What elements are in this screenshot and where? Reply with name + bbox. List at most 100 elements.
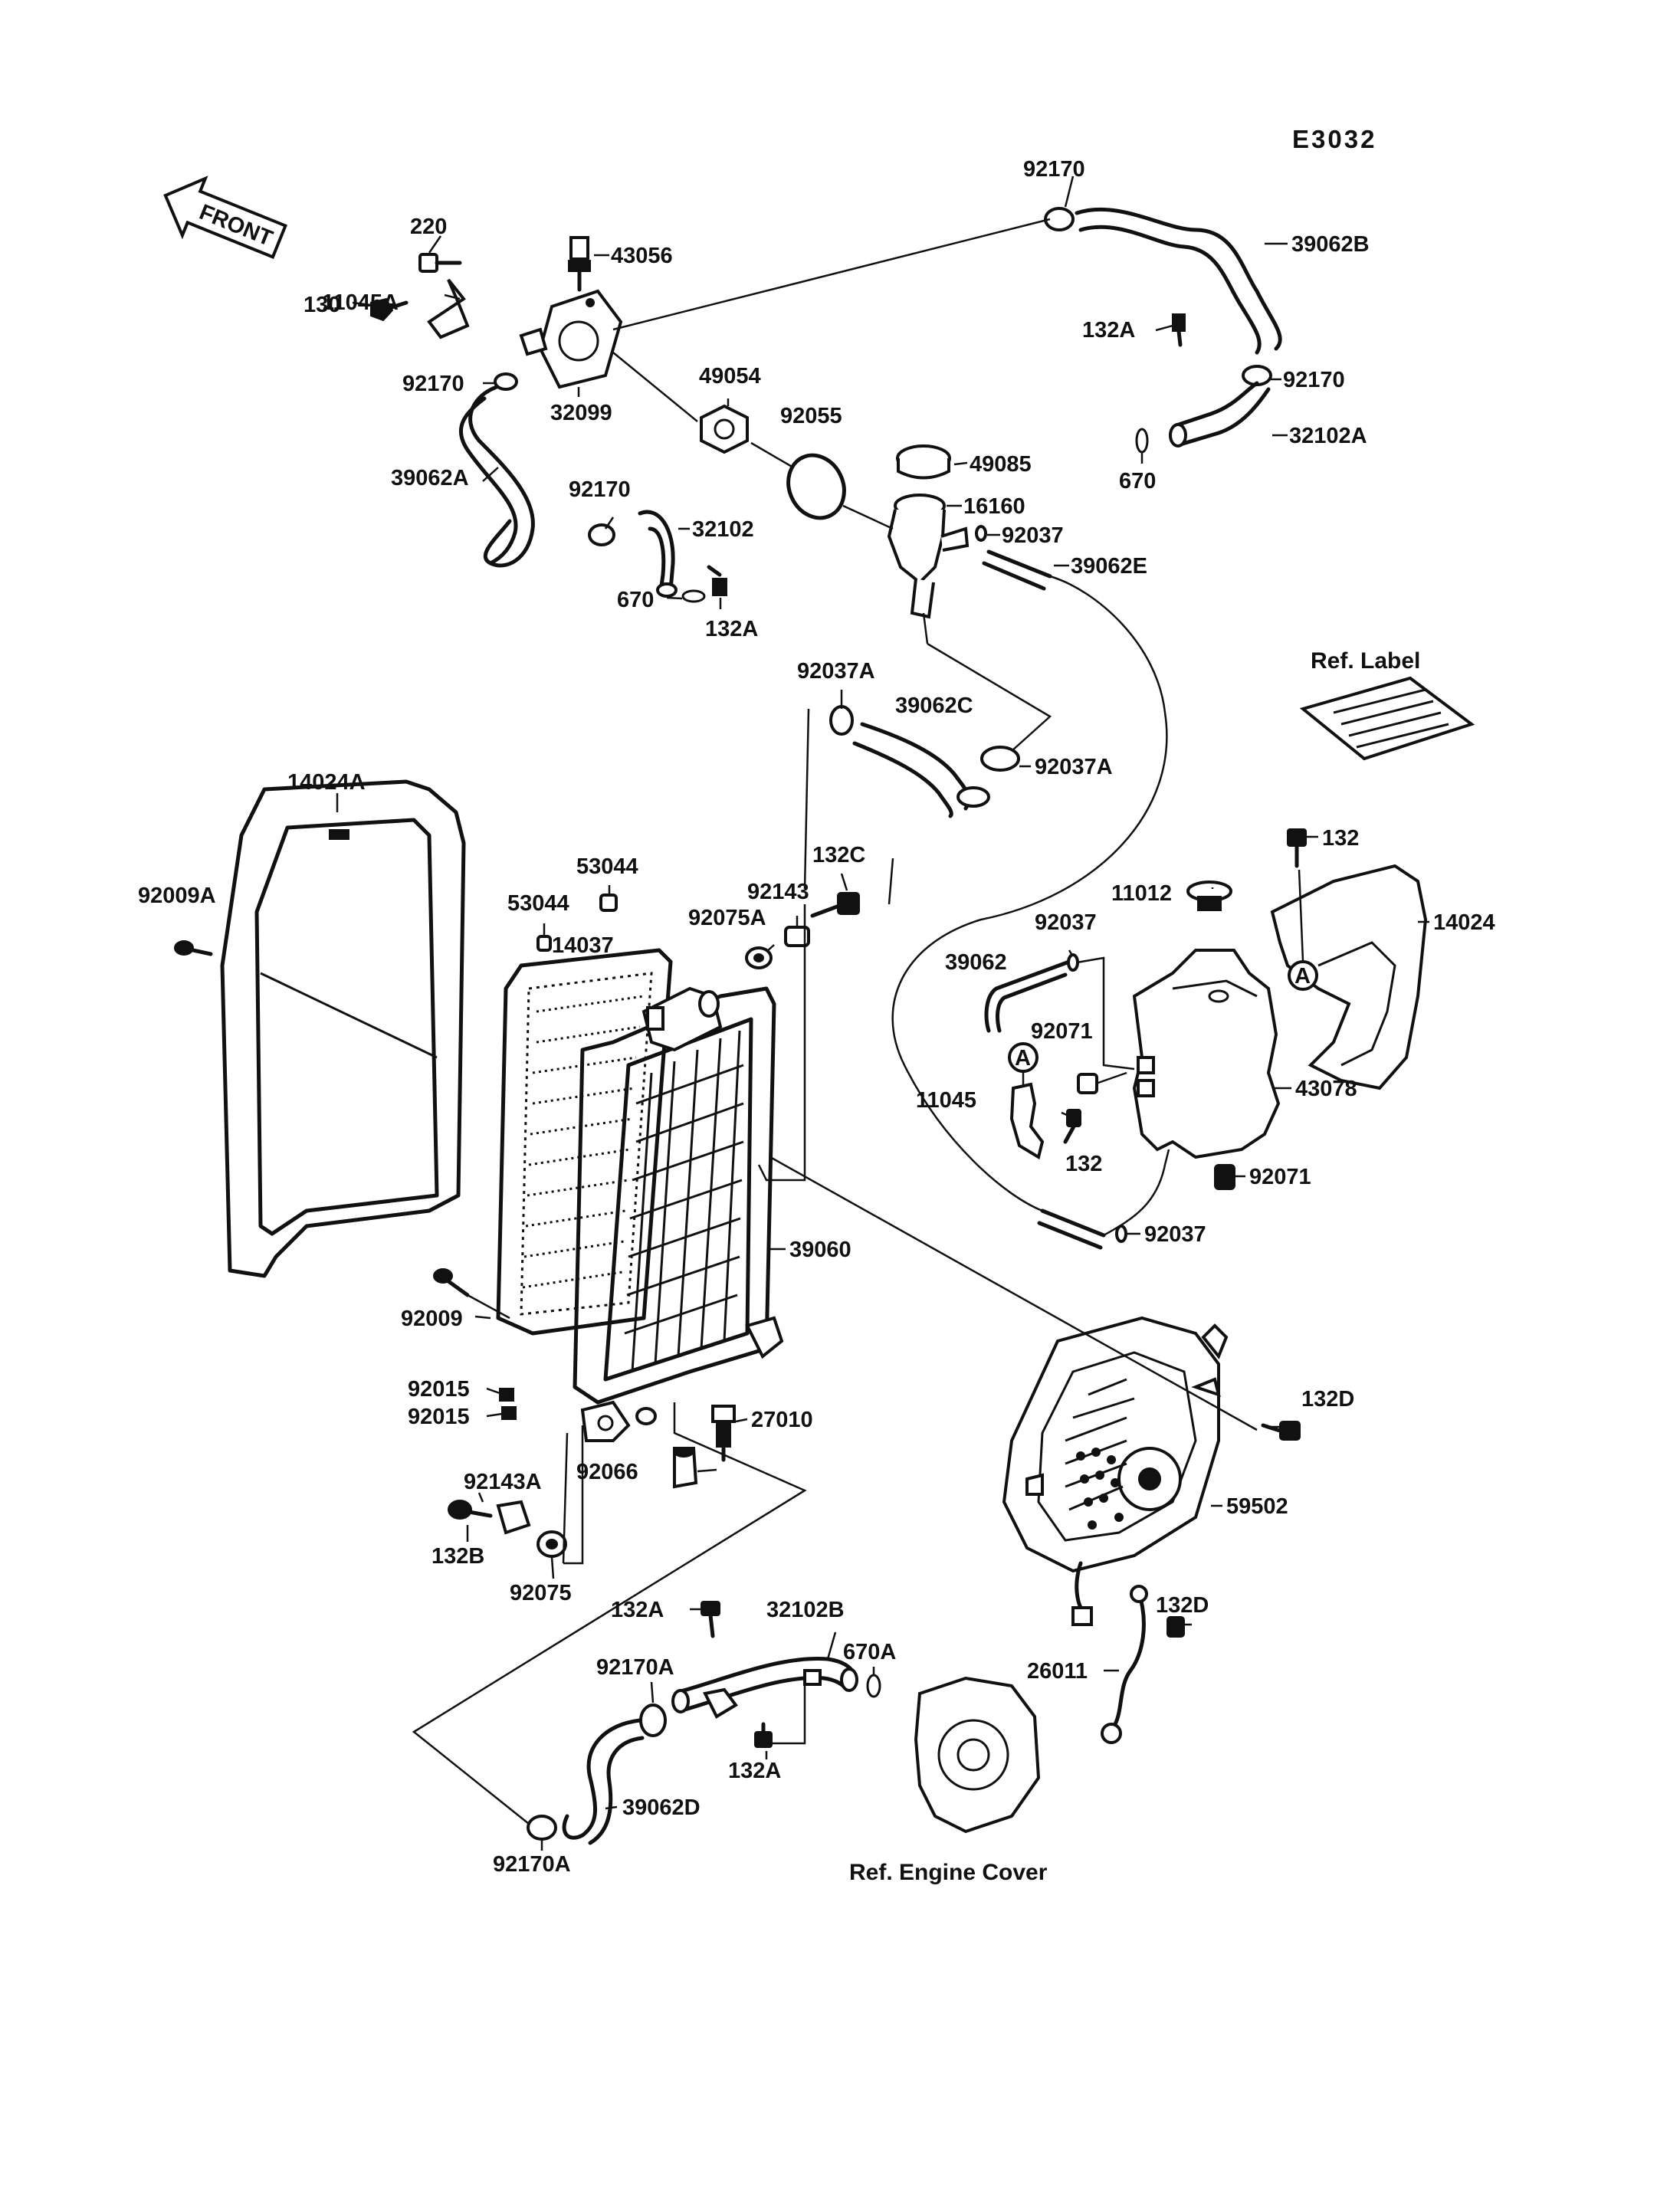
cap-92066: [673, 1447, 698, 1489]
grommet-92071-upper: [1077, 1073, 1098, 1094]
label-92071-upper: 92071: [1031, 1019, 1093, 1044]
label-39062a: 39062A: [391, 466, 469, 490]
label-11045a: 11045A: [322, 290, 399, 315]
ref-label-text: Ref. Label: [1311, 648, 1420, 674]
cap-92071-lower: [1214, 1164, 1235, 1190]
bolt-130: [370, 297, 409, 322]
bolt-132a-lower: [754, 1722, 773, 1748]
label-92075: 92075: [510, 1581, 572, 1605]
label-53044-a: 53044: [576, 854, 638, 879]
hose-92037-bottom-segment: [1037, 1208, 1106, 1250]
reservoir-tank-43078: [1132, 949, 1281, 1159]
pipe-32102a: [1169, 381, 1271, 448]
front-direction-arrow: FRONT: [163, 175, 288, 259]
oring-670a: [866, 1674, 881, 1698]
label-32102a: 32102A: [1289, 424, 1367, 448]
hose-39062e: [982, 549, 1052, 591]
label-39062d: 39062D: [622, 1795, 701, 1820]
label-27010: 27010: [751, 1408, 813, 1432]
bolt-132a-bottom: [701, 1601, 720, 1638]
bolt-132d-lower: [1166, 1616, 1185, 1638]
grommet-53044-upper: [599, 894, 618, 912]
label-132a-lower: 132A: [728, 1759, 781, 1783]
label-43056: 43056: [611, 244, 673, 268]
label-16160: 16160: [963, 494, 1025, 519]
label-92015-b: 92015: [408, 1405, 470, 1429]
bolt-92009a: [174, 940, 213, 956]
label-92009: 92009: [401, 1307, 463, 1331]
clamp-92170-top: [1044, 207, 1075, 231]
label-92170-top: 92170: [1023, 157, 1085, 182]
clamp-92037a-right: [980, 746, 1020, 772]
clamp-92170a-lower: [527, 1815, 557, 1841]
label-92075a: 92075A: [688, 906, 766, 930]
bolt-132b: [448, 1500, 493, 1520]
label-670-right: 670: [1119, 469, 1156, 494]
diagram-code: E3032: [1292, 125, 1376, 153]
oring-670-left: [681, 589, 706, 603]
label-220: 220: [410, 215, 447, 239]
label-26011: 26011: [1027, 1659, 1088, 1684]
ref-engine-cover-text: Ref. Engine Cover: [849, 1860, 1048, 1885]
label-132d-upper: 132D: [1301, 1387, 1354, 1412]
label-132a-right: 132A: [1082, 318, 1135, 343]
grommet-92075a: [745, 946, 773, 969]
clamp-92037-bottom: [1115, 1225, 1127, 1243]
label-11045: 11045: [916, 1088, 976, 1113]
bolt-132-small: [1063, 1109, 1081, 1144]
oring-670-right: [1135, 428, 1149, 454]
label-14024: 14024: [1433, 910, 1495, 935]
clip-92015-lower: [501, 1406, 517, 1420]
label-132d-lower: 132D: [1156, 1593, 1209, 1618]
clamp-92170a-upper: [639, 1703, 667, 1737]
label-92170a-lower: 92170A: [493, 1852, 571, 1877]
label-92037a-top: 92037A: [797, 659, 875, 684]
label-92170-right: 92170: [1283, 368, 1345, 392]
label-132a-bottom: 132A: [611, 1598, 664, 1622]
label-132b: 132B: [431, 1544, 484, 1569]
bracket-11045: [1009, 1082, 1045, 1160]
label-92037-top: 92037: [1002, 523, 1064, 548]
label-11012: 11012: [1111, 881, 1172, 906]
label-92066: 92066: [576, 1460, 638, 1484]
reference-label-sticker: [1299, 676, 1475, 761]
leader-lines: [336, 175, 1429, 1851]
filler-neck-16160: [887, 494, 970, 619]
radiator-39060: [573, 986, 784, 1442]
label-132: 132: [1322, 826, 1359, 851]
clamp-92170-mid: [588, 523, 615, 546]
label-92170-mid: 92170: [569, 477, 631, 502]
label-670a: 670A: [843, 1640, 896, 1664]
bracket-11045a: [427, 278, 470, 339]
label-92143a: 92143A: [464, 1470, 542, 1494]
bolt-132a-right: [1172, 313, 1186, 347]
pipe-32102: [638, 510, 678, 598]
bolt-132c: [810, 892, 860, 918]
label-14024a: 14024A: [287, 770, 366, 795]
hose-39062c: [852, 722, 990, 818]
label-59502: 59502: [1226, 1494, 1288, 1519]
label-92055: 92055: [780, 404, 842, 428]
switch-27010: [711, 1405, 736, 1462]
label-92170a-upper: 92170A: [596, 1655, 674, 1680]
thermostat-housing-32099: [519, 289, 623, 389]
bolt-92009: [433, 1268, 470, 1297]
label-92143: 92143: [747, 880, 809, 904]
hose-39062: [984, 959, 1071, 1033]
hose-39062a: [459, 385, 535, 568]
label-39062c: 39062C: [895, 694, 973, 718]
label-39060: 39060: [789, 1238, 851, 1262]
pipe-32102b: [671, 1656, 858, 1719]
callout-a-top: A: [1288, 960, 1318, 991]
label-130: 130: [304, 293, 340, 317]
bolt-220: [418, 253, 462, 273]
fan-shroud-14024a: [220, 779, 466, 1278]
label-132-small: 132: [1065, 1152, 1102, 1176]
sensor-43056: [568, 236, 591, 292]
callout-a-left-text: A: [1015, 1046, 1031, 1071]
label-92170-left: 92170: [402, 372, 464, 396]
label-39062e: 39062E: [1071, 554, 1147, 579]
label-92037-mid: 92037: [1035, 910, 1097, 935]
hose-39062b: [1075, 207, 1282, 355]
